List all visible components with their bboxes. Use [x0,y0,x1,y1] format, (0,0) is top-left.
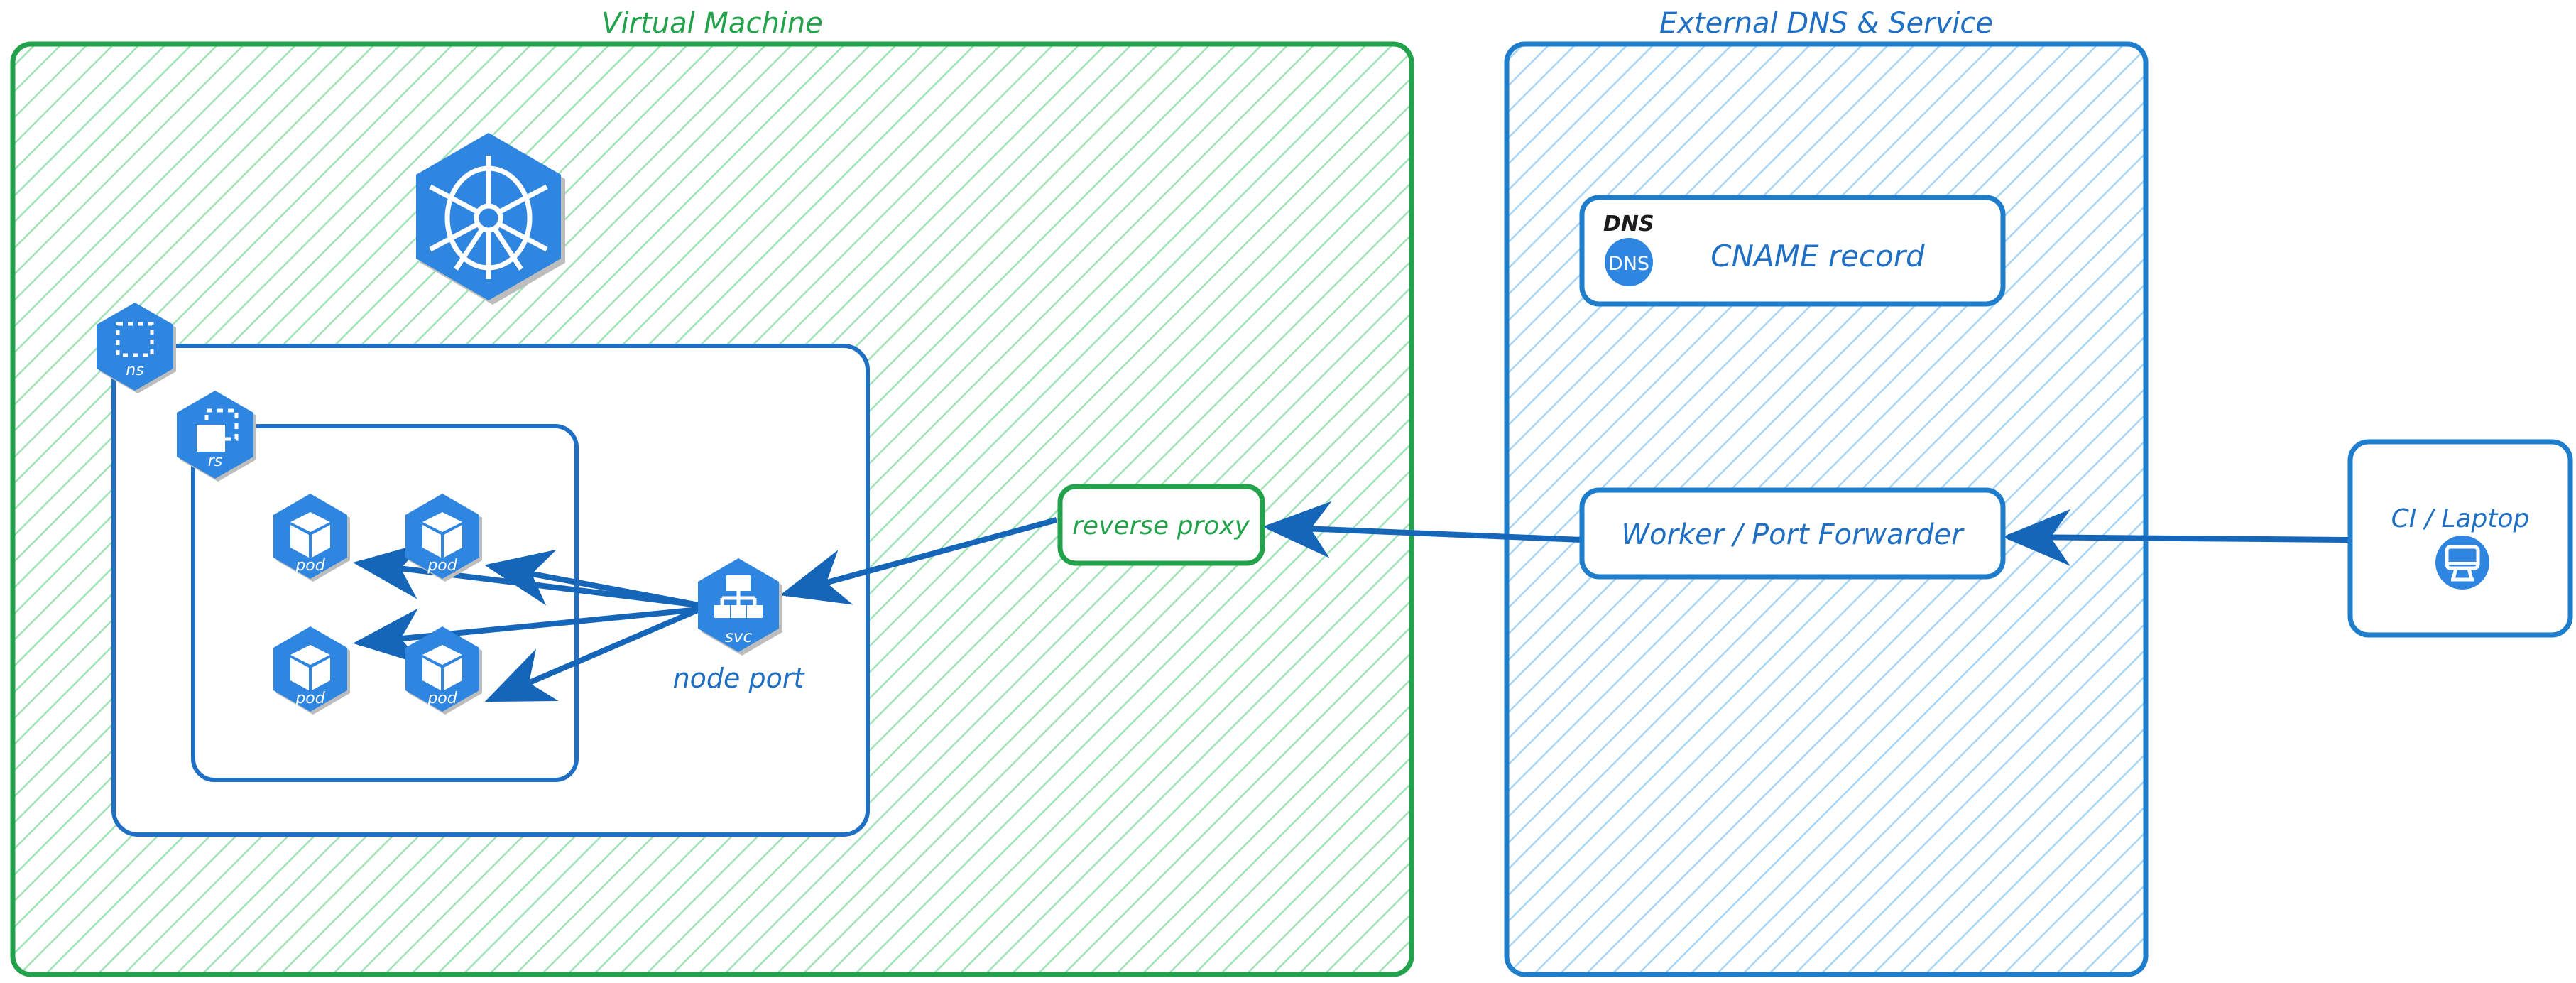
pod-1: pod [273,494,350,582]
pod-label: pod [427,690,457,707]
namespace-badge: ns [97,303,176,393]
service-to-pods-arrows [353,543,701,702]
dns-card-tag: DNS [1603,212,1654,237]
arrow-svc-to-pod-2 [484,549,700,608]
dns-card-title: CNAME record [1710,239,1925,273]
namespace-icon [116,322,154,357]
pod-2: pod [405,494,482,582]
arrow-worker-to-reverse-proxy [1262,501,1583,558]
monitor-icon [2435,536,2489,590]
reverse-proxy-box[interactable]: reverse proxy [1057,484,1265,566]
replicaset-badge: rs [177,391,256,482]
replicaset-icon [197,408,239,452]
worker-card-frame[interactable] [1579,487,2006,580]
pod-4: pod [405,626,482,715]
arrow-svc-to-pod-3 [353,607,700,666]
pod-icon [290,645,330,690]
pod-body [273,626,347,712]
reverse-proxy-label: reverse proxy [1072,511,1250,541]
reverse-proxy-frame[interactable] [1057,484,1265,566]
worker-card[interactable]: Worker / Port Forwarder [1579,487,2006,580]
replicaset-badge-label: rs [208,452,223,470]
dns-card-frame[interactable] [1579,195,2006,307]
arrow-svc-to-pod-4 [484,607,701,702]
pod-body [405,494,479,579]
dns-badge-icon [1605,238,1653,286]
service-icon [714,575,763,618]
ci-laptop-card[interactable]: CI / Laptop [2347,439,2573,638]
pod-icon [422,645,462,690]
pod-label: pod [295,690,325,707]
pod-3: pod [273,626,350,715]
pod-label: pod [295,557,325,575]
pod-icon [422,512,462,558]
dns-badge-label: DNS [1608,253,1649,275]
kubernetes-helm-icon [429,156,548,279]
ci-laptop-title: CI / Laptop [2391,504,2530,533]
service-label: svc [725,628,753,646]
worker-card-title: Worker / Port Forwarder [1621,518,1965,551]
kubernetes-logo-body [416,133,561,300]
pod-icon [290,512,330,558]
namespace-badge-label: ns [126,362,143,379]
pod-label: pod [427,557,457,575]
panel-title-external-dns-service: External DNS & Service [1659,7,1993,40]
service-node: svc [698,558,782,656]
pod-body [405,626,479,712]
panel-title-virtual-machine: Virtual Machine [601,7,823,40]
dns-card[interactable]: DNS DNS CNAME record [1579,195,2006,307]
kubernetes-logo [416,133,565,305]
namespace-badge-body [97,303,173,391]
replicaset-container-box [191,424,579,782]
pod-body [273,494,347,579]
node-port-caption: node port [673,663,806,694]
arrow-ci-laptop-to-worker [2002,509,2349,566]
arrow-reverse-proxy-to-service [780,517,1058,605]
